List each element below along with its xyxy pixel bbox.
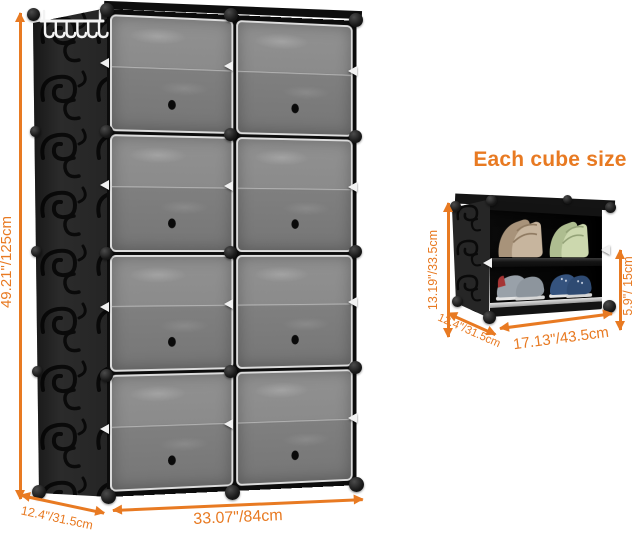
corner-ball-connector	[348, 129, 362, 143]
cube-bottom-compartment	[490, 265, 602, 303]
corner-ball-connector	[99, 124, 113, 138]
door-latch-clip	[348, 182, 357, 192]
wedge-sandals-tan	[498, 218, 543, 258]
door-latch-clip	[100, 302, 109, 312]
sneakers	[495, 274, 593, 301]
main-unit-side-panel	[33, 8, 111, 497]
cube-door-r4c2	[235, 368, 353, 487]
door-latch-clip	[224, 61, 233, 71]
door-latch-clip	[100, 58, 109, 68]
door-handle-hole	[168, 99, 177, 110]
wedge-sandals-green	[549, 221, 589, 258]
corner-ball-connector	[223, 364, 237, 378]
sneakers-gray	[495, 275, 545, 301]
cube-door-r2c1	[109, 134, 233, 252]
cube-top-compartment	[490, 210, 602, 259]
corner-ball-connector	[449, 200, 461, 212]
wedge-sandals	[498, 212, 594, 258]
corner-ball-connector	[31, 365, 43, 377]
corner-ball-connector	[29, 125, 41, 137]
cube-size-heading: Each cube size	[473, 148, 627, 171]
main-depth-label: 12.4"/31.5cm	[19, 503, 95, 533]
door-latch-clip	[224, 181, 233, 191]
corner-ball-connector	[348, 476, 364, 492]
corner-ball-connector	[223, 127, 237, 141]
cube-door-r4c1	[109, 371, 233, 492]
door-handle-hole	[168, 218, 177, 229]
cube-door-r3c1	[109, 254, 233, 372]
corner-ball-connector	[348, 244, 362, 258]
main-width-label: 33.07"/84cm	[192, 507, 283, 528]
door-handle-hole	[168, 336, 177, 347]
corner-ball-connector	[224, 484, 240, 500]
corner-ball-connector	[604, 201, 616, 213]
door-handle-hole	[168, 455, 177, 466]
cube-front	[490, 200, 602, 317]
cube-door-r1c1	[109, 14, 233, 135]
corner-ball-connector	[224, 8, 238, 22]
cube-door-r2c2	[235, 137, 353, 252]
sneakers-blue	[549, 274, 593, 299]
swirl-pattern-panel	[33, 8, 111, 497]
corner-ball-connector	[485, 194, 497, 206]
main-height-label: 49.21"/125cm	[0, 215, 15, 309]
door-latch-clip	[100, 180, 109, 190]
corner-ball-connector	[30, 245, 42, 257]
corner-ball-connector	[100, 3, 114, 17]
cube-height-arrow	[443, 202, 453, 338]
main-height-arrow	[15, 12, 25, 500]
door-handle-hole	[291, 450, 299, 461]
corner-ball-connector	[223, 245, 237, 259]
cube-door-r1c2	[235, 19, 353, 138]
door-latch-clip	[224, 299, 233, 309]
door-handle-hole	[291, 103, 299, 113]
corner-ball-connector	[348, 360, 362, 374]
door-latch-clip	[483, 258, 492, 268]
door-latch-clip	[100, 424, 109, 434]
corner-ball-connector	[349, 13, 363, 27]
corner-ball-connector	[451, 295, 463, 307]
door-handle-hole	[291, 219, 299, 229]
corner-ball-connector	[32, 485, 46, 499]
door-latch-clip	[348, 66, 357, 76]
corner-ball-connector	[26, 7, 40, 21]
door-latch-clip	[224, 419, 233, 429]
door-latch-clip	[348, 413, 357, 423]
door-latch-clip	[601, 245, 610, 255]
corner-ball-connector	[482, 310, 496, 324]
corner-ball-connector	[562, 194, 572, 204]
door-handle-hole	[291, 334, 299, 345]
cube-lower-height-arrow	[615, 249, 625, 331]
corner-ball-connector	[100, 488, 116, 504]
cube-door-r3c2	[235, 254, 353, 369]
corner-ball-connector	[99, 368, 113, 382]
hook-rack	[39, 9, 109, 39]
door-latch-clip	[348, 297, 357, 307]
corner-ball-connector	[99, 246, 113, 260]
